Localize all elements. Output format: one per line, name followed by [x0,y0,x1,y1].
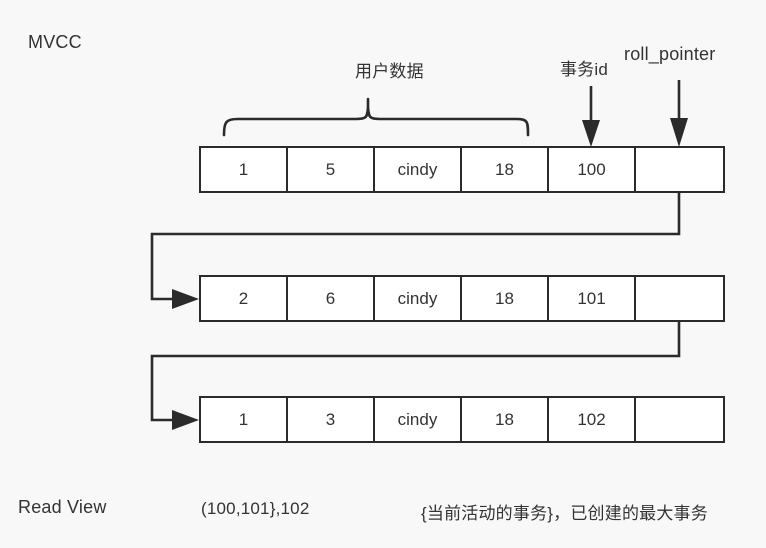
label-roll-pointer: roll_pointer [624,44,716,64]
table-cell-trx-id: 102 [549,398,636,441]
table-cell: cindy [375,277,462,320]
table-row: 1 5 cindy 18 100 [199,146,725,193]
table-cell-roll-pointer [636,148,723,191]
table-cell-roll-pointer [636,398,723,441]
table-cell-trx-id: 101 [549,277,636,320]
table-cell: 1 [201,398,288,441]
page-title: MVCC [28,32,82,52]
table-cell: cindy [375,148,462,191]
down-arrow-icon-roll-pointer [670,80,688,147]
curly-brace-icon [222,97,530,137]
read-view-value: (100,101},102 [201,499,310,518]
label-user-data: 用户数据 [355,62,424,81]
down-arrow-icon-trx-id [582,86,600,147]
table-cell: 6 [288,277,375,320]
table-cell: 18 [462,148,549,191]
table-cell: 18 [462,277,549,320]
table-cell: cindy [375,398,462,441]
table-row: 1 3 cindy 18 102 [199,396,725,443]
table-cell: 18 [462,398,549,441]
table-cell: 1 [201,148,288,191]
table-cell-trx-id: 100 [549,148,636,191]
table-cell: 5 [288,148,375,191]
table-cell: 3 [288,398,375,441]
table-cell: 2 [201,277,288,320]
label-trx-id: 事务id [560,60,609,79]
read-view-note: {当前活动的事务}，已创建的最大事务 [421,504,708,523]
table-cell-roll-pointer [636,277,723,320]
table-row: 2 6 cindy 18 101 [199,275,725,322]
read-view-label: Read View [18,497,107,517]
